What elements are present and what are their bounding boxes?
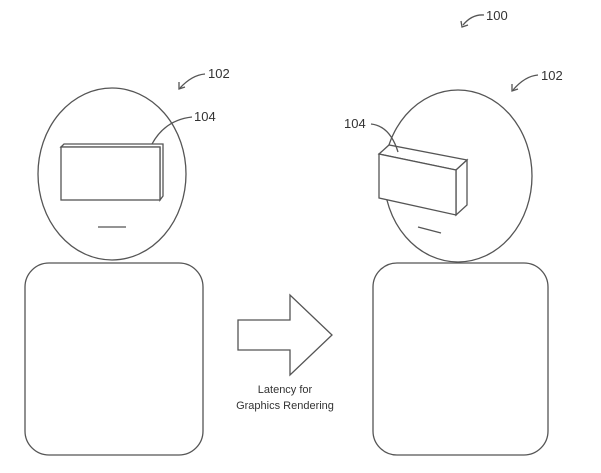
- ref-100-arrowhead: [460, 20, 469, 28]
- ref-102-right-label: 102: [541, 68, 563, 83]
- ref-100-label: 100: [486, 8, 508, 23]
- ref-102-left-label: 102: [208, 66, 230, 81]
- display-right: [377, 144, 469, 217]
- user-right-body: [372, 262, 549, 456]
- ref-104-left-leader: [151, 116, 193, 145]
- ref-102-left-arrowhead: [178, 82, 186, 90]
- latency-arrow: [237, 293, 333, 377]
- ref-102-right-arrowhead: [511, 84, 519, 92]
- user-right-mouth: [417, 226, 442, 234]
- arrow-caption-line2: Graphics Rendering: [236, 400, 334, 412]
- user-left: 104 102: [24, 66, 230, 456]
- ref-104-right-label: 104: [344, 116, 366, 131]
- user-right: 104 102: [344, 68, 563, 456]
- ref-102-left-leader: [179, 73, 206, 89]
- arrow-caption-line1: Latency for: [258, 384, 313, 396]
- ref-100-leader: [462, 14, 485, 26]
- ref-102-right-leader: [512, 74, 539, 91]
- display-left: [59, 143, 164, 202]
- user-left-body: [24, 262, 204, 456]
- ref-104-right-leader: [370, 123, 399, 153]
- ref-104-left-label: 104: [194, 109, 216, 124]
